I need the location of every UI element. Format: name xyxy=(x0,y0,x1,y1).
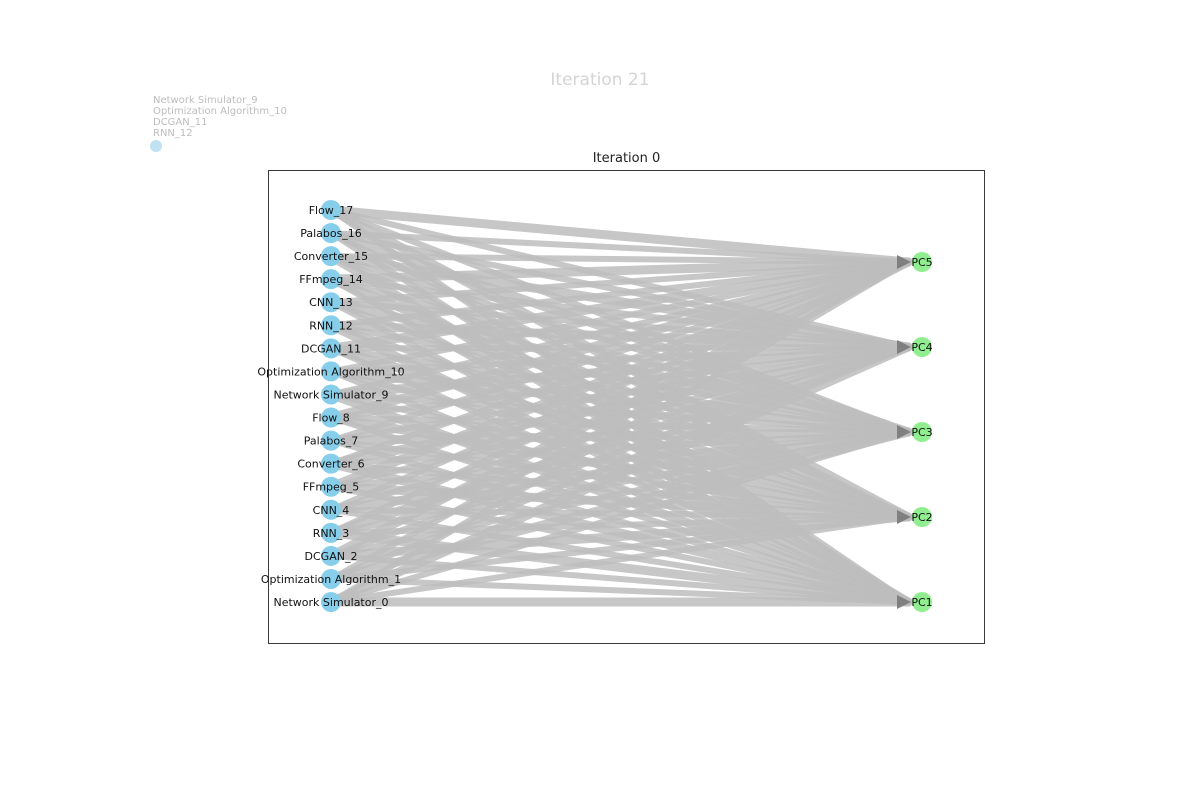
edge-flow_8-pc4 xyxy=(328,344,911,421)
task-node-label: Converter_6 xyxy=(297,458,364,471)
plot-frame xyxy=(268,170,985,644)
edge-cnn_4-pc5 xyxy=(328,259,911,513)
pc-node-label: PC1 xyxy=(911,596,932,609)
task-node xyxy=(321,453,341,474)
task-node xyxy=(321,246,341,267)
ghost-label: DCGAN_11 xyxy=(153,117,208,128)
ghost-node-marker xyxy=(150,140,162,152)
edge-rnn_3-pc3 xyxy=(328,429,911,536)
edge-network-simulator_0-pc3 xyxy=(328,429,911,606)
diagram-title: Iteration 0 xyxy=(592,151,661,166)
task-node xyxy=(321,407,341,428)
edge-network-simulator_0-pc2 xyxy=(328,514,911,606)
pc-node xyxy=(912,337,932,357)
edge-flow_17-pc5 xyxy=(326,205,913,267)
task-node-label: Optimization Algorithm_10 xyxy=(257,365,404,378)
edge-optimization-algorithm_1-pc5 xyxy=(328,259,911,582)
label-layer: Flow_17Palabos_16Converter_15FFmpeg_14CN… xyxy=(257,204,932,609)
edge-ffmpeg_14-pc5 xyxy=(326,257,913,284)
task-node xyxy=(321,315,341,336)
edge-ffmpeg_14-pc4 xyxy=(328,276,911,350)
task-node-label: Converter_15 xyxy=(294,250,368,263)
task-node xyxy=(321,568,341,589)
task-node-label: Network Simulator_9 xyxy=(273,388,388,401)
pc-node-label: PC5 xyxy=(911,256,932,269)
edge-converter_6-pc3 xyxy=(328,429,911,467)
task-node xyxy=(321,499,341,520)
task-node xyxy=(321,292,341,313)
edge-palabos_7-pc5 xyxy=(328,259,911,444)
arrowhead-pc5 xyxy=(897,255,911,269)
edge-optimization-algorithm_10-pc5 xyxy=(328,259,911,375)
edge-dcgan_11-pc4 xyxy=(328,344,911,352)
task-node xyxy=(321,384,341,405)
task-node xyxy=(321,430,341,451)
edge-dcgan_11-pc5 xyxy=(326,257,913,353)
pc-node-label: PC4 xyxy=(911,341,932,354)
task-node-label: CNN_13 xyxy=(309,296,353,309)
edge-layer xyxy=(326,205,913,609)
edge-cnn_13-pc5 xyxy=(328,259,911,306)
edge-optimization-algorithm_1-pc3 xyxy=(326,427,913,584)
task-node xyxy=(321,522,341,543)
edge-dcgan_2-pc5 xyxy=(326,257,913,561)
task-node-label: FFmpeg_14 xyxy=(299,273,363,286)
ghost-label: RNN_12 xyxy=(153,128,193,139)
edge-flow_8-pc5 xyxy=(326,257,913,423)
arrowhead-pc1 xyxy=(897,595,911,609)
task-node-label: Network Simulator_0 xyxy=(273,596,388,609)
pc-node-label: PC2 xyxy=(911,511,932,524)
edge-ffmpeg_5-pc5 xyxy=(326,257,913,492)
task-node-label: Optimization Algorithm_1 xyxy=(261,573,401,586)
task-node-label: FFmpeg_5 xyxy=(303,481,360,494)
edge-ffmpeg_5-pc4 xyxy=(328,344,911,490)
node-layer xyxy=(321,200,932,613)
edge-flow_17-pc4 xyxy=(328,207,911,350)
task-node xyxy=(321,269,341,290)
task-node-label: DCGAN_11 xyxy=(301,342,361,355)
task-node-label: CNN_4 xyxy=(313,504,350,517)
ghost-figure-title: Iteration 21 xyxy=(550,70,650,90)
task-node-label: RNN_12 xyxy=(309,319,353,332)
ghost-label: Network Simulator_9 xyxy=(153,95,258,106)
task-node xyxy=(321,338,341,359)
ghost-label: Optimization Algorithm_10 xyxy=(153,106,287,117)
task-node-label: RNN_3 xyxy=(313,527,350,540)
edge-dcgan_2-pc2 xyxy=(326,512,913,561)
task-node-label: DCGAN_2 xyxy=(305,550,358,563)
pc-node xyxy=(912,252,932,272)
edge-network-simulator_0-pc4 xyxy=(326,342,913,607)
pc-node xyxy=(912,507,932,527)
ghost-node-labels: Network Simulator_9 Optimization Algorit… xyxy=(153,95,287,139)
arrowhead-pc2 xyxy=(897,510,911,524)
edge-dcgan_2-pc4 xyxy=(328,344,911,559)
pc-node-label: PC3 xyxy=(911,426,932,439)
task-node-label: Palabos_16 xyxy=(300,227,362,240)
task-node xyxy=(321,476,341,497)
task-node xyxy=(321,200,341,220)
task-node xyxy=(321,592,341,613)
task-node xyxy=(321,223,341,244)
arrowhead-pc3 xyxy=(897,425,911,439)
edge-palabos_16-pc5 xyxy=(328,230,911,265)
arrowhead-pc4 xyxy=(897,340,911,354)
task-node xyxy=(321,361,341,382)
pc-node xyxy=(912,592,932,612)
edge-network-simulator_0-pc5 xyxy=(328,259,911,606)
pc-node xyxy=(912,422,932,442)
task-node-label: Flow_17 xyxy=(309,204,354,217)
task-node xyxy=(321,545,341,566)
edge-optimization-algorithm_1-pc2 xyxy=(328,514,911,582)
task-node-label: Flow_8 xyxy=(312,412,350,425)
task-node-label: Palabos_7 xyxy=(304,435,359,448)
